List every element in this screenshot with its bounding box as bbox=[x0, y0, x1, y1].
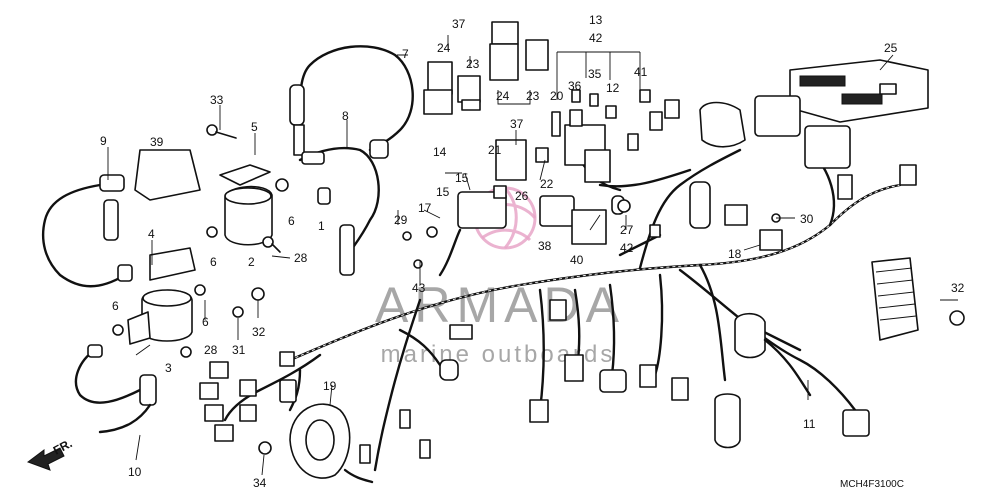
callout-37: 37 bbox=[452, 17, 466, 31]
ignition-coil-3 bbox=[127, 289, 193, 345]
callout-37: 37 bbox=[510, 117, 524, 131]
ecu-unit bbox=[789, 59, 929, 123]
callout-33: 33 bbox=[210, 93, 224, 107]
regulator-rectifier bbox=[871, 257, 919, 341]
callout-23: 23 bbox=[526, 89, 540, 103]
callout-3: 3 bbox=[165, 361, 172, 375]
callout-31: 31 bbox=[232, 343, 246, 357]
callout-8: 8 bbox=[342, 109, 349, 123]
callout-12: 12 bbox=[606, 81, 620, 95]
callout-24: 24 bbox=[496, 89, 510, 103]
spark-plug-lead-9 bbox=[41, 174, 133, 288]
callout-4: 4 bbox=[148, 227, 155, 241]
callout-14: 14 bbox=[433, 145, 447, 159]
callout-24: 24 bbox=[437, 41, 451, 55]
callout-42: 42 bbox=[620, 241, 634, 255]
callout-38: 38 bbox=[538, 239, 552, 253]
callout-23: 23 bbox=[466, 57, 480, 71]
callout-15: 15 bbox=[455, 171, 469, 185]
callout-27: 27 bbox=[620, 223, 634, 237]
callout-19: 19 bbox=[323, 379, 337, 393]
harness-connectors bbox=[199, 224, 689, 464]
callout-7: 7 bbox=[402, 47, 409, 61]
callout-40: 40 bbox=[570, 253, 584, 267]
front-direction-indicator: FR. bbox=[26, 436, 74, 471]
callout-35: 35 bbox=[588, 67, 602, 81]
callout-9: 9 bbox=[100, 134, 107, 148]
callout-22: 22 bbox=[540, 177, 554, 191]
callout-42: 42 bbox=[589, 31, 603, 45]
fuse-box bbox=[551, 89, 651, 183]
callout-6: 6 bbox=[288, 214, 295, 228]
callout-5: 5 bbox=[251, 120, 258, 134]
callout-18: 18 bbox=[728, 247, 742, 261]
diagram-code: MCH4F3100C bbox=[840, 479, 904, 490]
spark-plug-lead-top bbox=[289, 45, 414, 159]
callout-41: 41 bbox=[634, 65, 648, 79]
sensor-lower-right bbox=[714, 393, 741, 449]
center-relays bbox=[426, 139, 607, 245]
relay-group-left bbox=[423, 61, 481, 115]
callout-34: 34 bbox=[253, 476, 267, 490]
callout-20: 20 bbox=[550, 89, 564, 103]
callout-29: 29 bbox=[394, 213, 408, 227]
leader-lines bbox=[107, 35, 958, 476]
callout-10: 10 bbox=[128, 465, 142, 479]
callout-25: 25 bbox=[884, 41, 898, 55]
callout-13: 13 bbox=[589, 13, 603, 27]
callout-17: 17 bbox=[418, 201, 432, 215]
callout-28: 28 bbox=[294, 251, 308, 265]
callout-36: 36 bbox=[568, 79, 582, 93]
sensor-11 bbox=[734, 312, 870, 437]
callout-39: 39 bbox=[150, 135, 164, 149]
relay-group-center bbox=[489, 21, 549, 81]
spark-plug-lead-8 bbox=[298, 146, 380, 276]
callout-32: 32 bbox=[252, 325, 266, 339]
callout-6: 6 bbox=[210, 255, 217, 269]
horn bbox=[289, 403, 374, 484]
callout-2: 2 bbox=[248, 255, 255, 269]
callout-15: 15 bbox=[436, 185, 450, 199]
callout-32: 32 bbox=[951, 281, 965, 295]
callout-26: 26 bbox=[515, 189, 529, 203]
callout-30: 30 bbox=[800, 212, 814, 226]
callout-1: 1 bbox=[318, 219, 325, 233]
spark-plug-lead-10 bbox=[74, 344, 157, 434]
right-upper-connectors bbox=[611, 95, 917, 251]
callout-6: 6 bbox=[112, 299, 119, 313]
callout-labels: 37 24 23 24 23 13 42 20 36 35 41 12 25 7… bbox=[100, 13, 965, 490]
coil-brackets bbox=[134, 149, 201, 281]
callout-11: 11 bbox=[803, 417, 816, 431]
ignition-coil-2 bbox=[219, 164, 273, 246]
callout-21: 21 bbox=[488, 143, 502, 157]
callout-28: 28 bbox=[204, 343, 218, 357]
callout-6: 6 bbox=[202, 315, 209, 329]
callout-43: 43 bbox=[412, 281, 426, 295]
